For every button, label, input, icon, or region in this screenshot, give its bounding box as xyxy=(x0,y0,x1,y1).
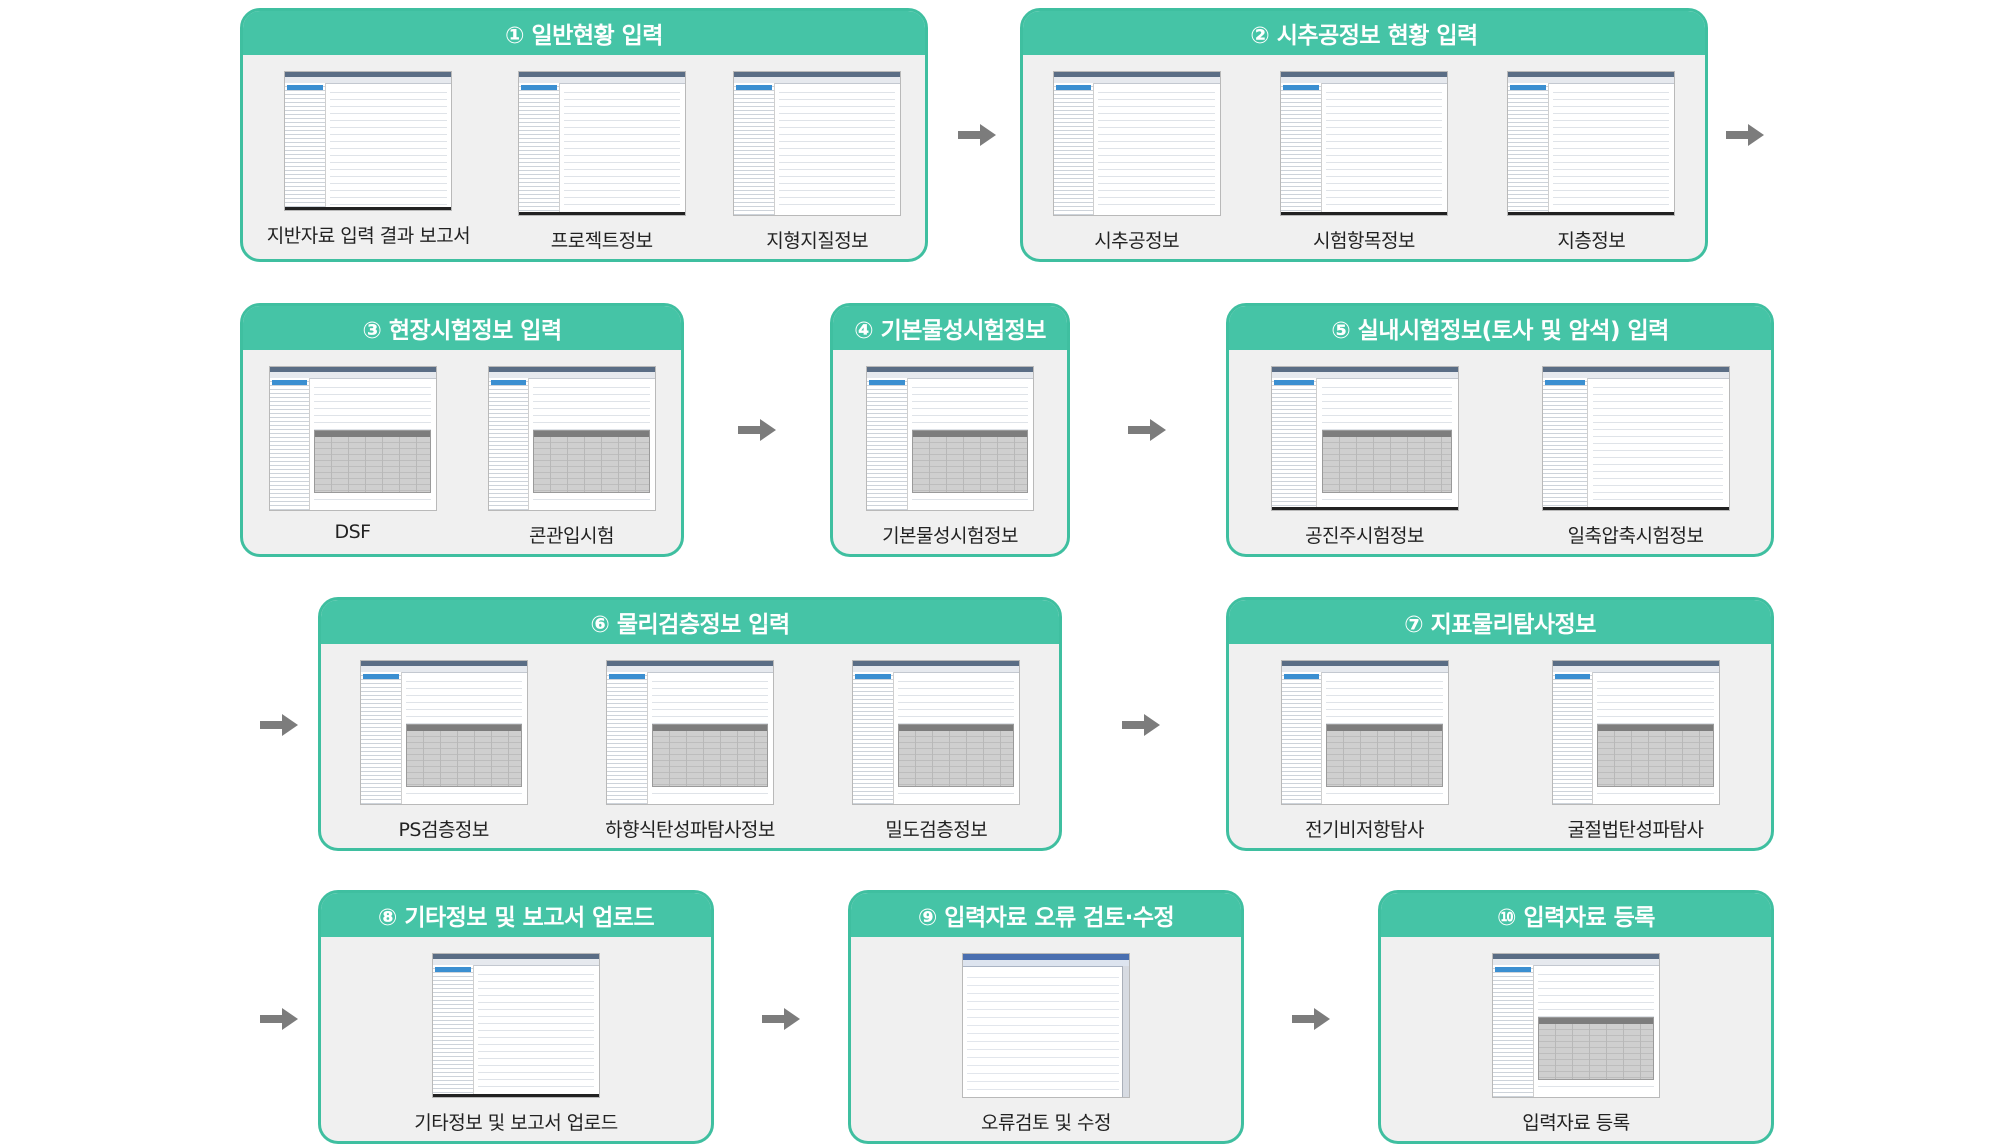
density-logging-screenshot xyxy=(852,660,1021,805)
item-caption: DSF xyxy=(334,521,371,543)
basic-property-screenshot xyxy=(866,366,1034,511)
unconfined-compression-screenshot xyxy=(1541,366,1730,511)
step-item: 지층정보 xyxy=(1507,71,1676,253)
panel-title: ④ 기본물성시험정보 xyxy=(833,306,1067,350)
error-review-dialog-screenshot xyxy=(962,953,1130,1098)
cone-penetration-screenshot xyxy=(487,366,656,511)
right-arrow-icon xyxy=(260,1008,298,1030)
step-item: 일축압축시험정보 xyxy=(1541,366,1730,548)
panel-field-test: ③ 현장시험정보 입력 DSF 콘관입시험 xyxy=(240,303,684,557)
item-caption: 지층정보 xyxy=(1557,230,1626,252)
step-item: 콘관입시험 xyxy=(487,366,656,548)
ps-logging-screenshot xyxy=(359,660,528,805)
panel-title: ① 일반현황 입력 xyxy=(243,11,925,55)
item-caption: 하향식탄성파탐사정보 xyxy=(605,819,775,841)
item-caption: 지반자료 입력 결과 보고서 xyxy=(266,225,471,247)
right-arrow-icon xyxy=(738,419,776,441)
item-caption: 밀도검층정보 xyxy=(885,819,988,841)
step-item: PS검층정보 xyxy=(359,660,528,842)
panel-data-registration: ⑩ 입력자료 등록 입력자료 등록 xyxy=(1378,890,1774,1144)
step-item: 전기비저항탐사 xyxy=(1280,660,1449,842)
stratum-screenshot xyxy=(1507,71,1676,216)
right-arrow-icon xyxy=(958,124,996,146)
panel-title: ② 시추공정보 현황 입력 xyxy=(1023,11,1705,55)
panel-lab-test: ⑤ 실내시험정보(토사 및 암석) 입력 공진주시험정보 일축압축시험정보 xyxy=(1226,303,1774,557)
panel-title: ⑤ 실내시험정보(토사 및 암석) 입력 xyxy=(1229,306,1771,350)
item-caption: 기타정보 및 보고서 업로드 xyxy=(414,1112,618,1134)
right-arrow-icon xyxy=(260,714,298,736)
step-item: 시추공정보 xyxy=(1052,71,1221,253)
item-caption: 시추공정보 xyxy=(1094,230,1180,252)
panel-borehole-info: ② 시추공정보 현황 입력 시추공정보 시험항목정보 지층정보 xyxy=(1020,8,1708,262)
panel-title: ⑦ 지표물리탐사정보 xyxy=(1229,600,1771,644)
item-caption: 시험항목정보 xyxy=(1313,230,1415,252)
item-caption: 콘관입시험 xyxy=(529,525,614,547)
step-item: 프로젝트정보 xyxy=(517,71,686,253)
step-item: 기본물성시험정보 xyxy=(866,366,1034,548)
item-caption: 지형지질정보 xyxy=(766,230,869,252)
step-item: 기타정보 및 보고서 업로드 xyxy=(414,953,618,1135)
item-caption: 기본물성시험정보 xyxy=(882,525,1018,547)
step-item: 지형지질정보 xyxy=(733,71,902,253)
item-caption: 굴절법탄성파탐사 xyxy=(1567,819,1704,841)
right-arrow-icon xyxy=(762,1008,800,1030)
panel-basic-property-test: ④ 기본물성시험정보 기본물성시험정보 xyxy=(830,303,1070,557)
panel-title: ⑨ 입력자료 오류 검토·수정 xyxy=(851,893,1241,937)
right-arrow-icon xyxy=(1726,124,1764,146)
item-caption: 공진주시험정보 xyxy=(1305,525,1424,547)
test-items-screenshot xyxy=(1279,71,1448,216)
seismic-refraction-screenshot xyxy=(1551,660,1720,805)
report-upload-screenshot xyxy=(432,953,600,1098)
right-arrow-icon xyxy=(1122,714,1160,736)
step-item: DSF xyxy=(268,366,437,543)
downhole-seismic-screenshot xyxy=(605,660,774,805)
step-item: 지반자료 입력 결과 보고서 xyxy=(266,71,471,248)
panel-general-info: ① 일반현황 입력 지반자료 입력 결과 보고서 프로젝트정보 지형지질정보 xyxy=(240,8,928,262)
panel-geophysical-logging: ⑥ 물리검층정보 입력 PS검층정보 하향식탄성파탐사정보 밀도검층정보 xyxy=(318,597,1062,851)
panel-report-upload: ⑧ 기타정보 및 보고서 업로드 기타정보 및 보고서 업로드 xyxy=(318,890,714,1144)
step-item: 굴절법탄성파탐사 xyxy=(1551,660,1720,842)
panel-title: ⑥ 물리검층정보 입력 xyxy=(321,600,1059,644)
borehole-screenshot xyxy=(1052,71,1221,216)
step-item: 공진주시험정보 xyxy=(1270,366,1459,548)
item-caption: 입력자료 등록 xyxy=(1522,1112,1630,1134)
ground-report-screenshot xyxy=(284,71,453,211)
dsf-screenshot xyxy=(268,366,437,511)
terrain-geology-screenshot xyxy=(733,71,902,216)
project-info-screenshot xyxy=(517,71,686,216)
step-item: 밀도검층정보 xyxy=(852,660,1021,842)
right-arrow-icon xyxy=(1292,1008,1330,1030)
step-item: 하향식탄성파탐사정보 xyxy=(605,660,775,842)
resonant-column-screenshot xyxy=(1270,366,1459,511)
data-registration-screenshot xyxy=(1492,953,1660,1098)
electrical-resistivity-screenshot xyxy=(1280,660,1449,805)
panel-error-review: ⑨ 입력자료 오류 검토·수정 오류검토 및 수정 xyxy=(848,890,1244,1144)
panel-title: ⑩ 입력자료 등록 xyxy=(1381,893,1771,937)
panel-title: ⑧ 기타정보 및 보고서 업로드 xyxy=(321,893,711,937)
right-arrow-icon xyxy=(1128,419,1166,441)
step-item: 입력자료 등록 xyxy=(1492,953,1660,1135)
panel-surface-geophysics: ⑦ 지표물리탐사정보 전기비저항탐사 굴절법탄성파탐사 xyxy=(1226,597,1774,851)
item-caption: 일축압축시험정보 xyxy=(1567,525,1704,547)
step-item: 시험항목정보 xyxy=(1279,71,1448,253)
item-caption: 프로젝트정보 xyxy=(550,230,653,252)
step-item: 오류검토 및 수정 xyxy=(962,953,1130,1135)
panel-title: ③ 현장시험정보 입력 xyxy=(243,306,681,350)
item-caption: 전기비저항탐사 xyxy=(1305,819,1424,841)
item-caption: 오류검토 및 수정 xyxy=(981,1112,1111,1134)
item-caption: PS검층정보 xyxy=(398,819,489,841)
